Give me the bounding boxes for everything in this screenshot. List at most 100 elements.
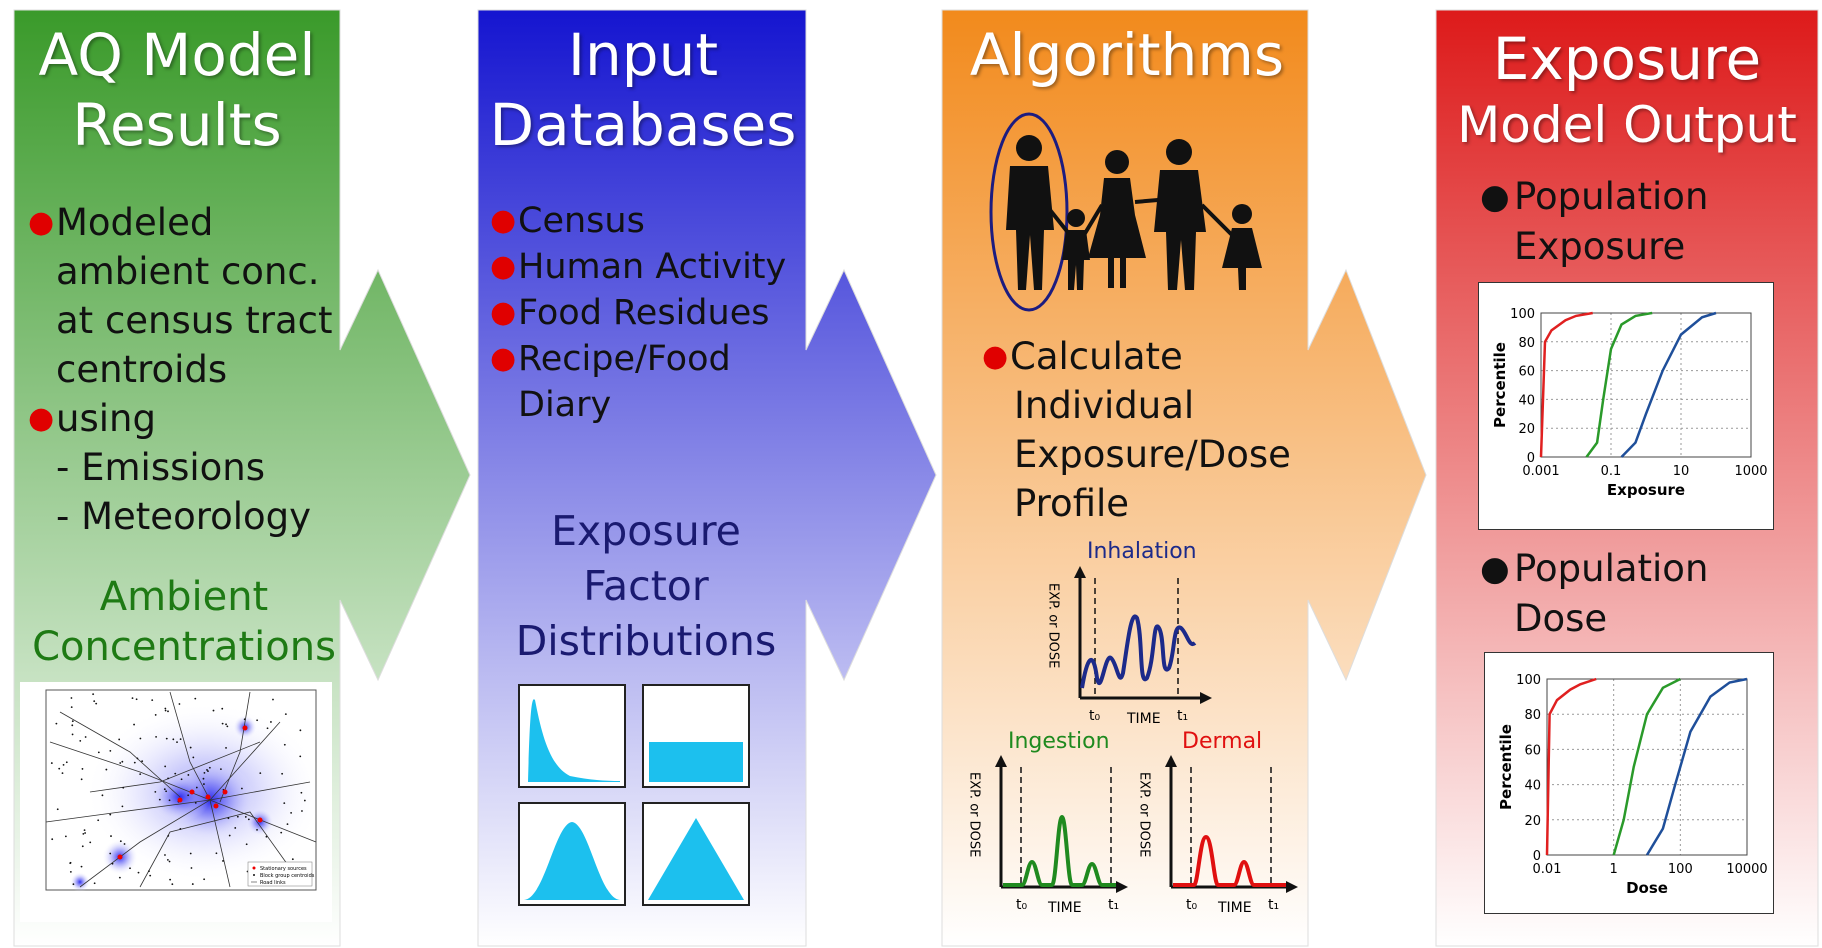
y-tick-label: 20 [1524,814,1541,829]
distribution-triangular [642,802,750,906]
bullet-item: ●Human Activity [490,247,787,287]
ambient-concentration-map: Stationary sources Block group centroids… [20,682,332,922]
y-axis-label: EXP. or DOSE [967,772,982,857]
exposure-model-output-title: Exposure Model Output [1436,24,1818,156]
map-legend-item: Road links [260,880,286,886]
algorithms-arrow [941,9,1427,947]
t0-label: t₀ [1089,708,1100,724]
input-databases-bullets: ●Census ●Human Activity ●Food Residues ●… [490,198,787,428]
bullet-item: Exposure/Dose [1014,433,1291,476]
cdf-series-line [1539,311,1593,458]
distribution-uniform [642,684,750,788]
ambient-concentrations-heading: Ambient Concentrations [14,572,354,672]
bullet-item: Profile [1014,482,1130,525]
dermal-profile-plot: Dermal EXP. or DOSE t₀ TIME t₁ [1137,729,1298,916]
cdf-series-line [1645,677,1748,856]
x-tick-label: 0.1 [1601,464,1622,479]
plot-frame [1540,312,1752,458]
x-tick-label: 0.001 [1522,464,1559,479]
x-tick-label: 1 [1610,862,1618,877]
y-tick-label: 80 [1518,336,1535,351]
dermal-label: Dermal [1182,729,1262,754]
bullet-item: centroids [56,348,228,391]
cdf-series-line [1585,311,1653,458]
aq-model-bullets: ●Modeled ambient conc. at census tract c… [28,198,333,541]
title-line: Results [72,91,282,159]
cdf-series-line [1545,677,1597,856]
bullet-item: ●Census [490,201,645,241]
map-legend-item: Stationary sources [260,866,307,872]
ingestion-profile-plot: Ingestion EXP. or DOSE t₀ TIME t₁ [967,729,1128,916]
map-plot: Stationary sources Block group centroids… [45,689,325,892]
bullet-item: ●Recipe/Food [490,339,731,379]
x-tick-label: 10000 [1726,862,1767,877]
t1-label: t₁ [1268,897,1279,913]
title-line: AQ Model [38,21,316,89]
y-tick-label: 40 [1524,779,1541,794]
bullet-item: ambient conc. [56,250,320,293]
x-axis-title: Dose [1626,879,1668,897]
bullet-item: - Meteorology [56,495,312,538]
y-axis-label: EXP. or DOSE [1137,772,1152,857]
population-dose-bullet: ●Population Dose [1480,544,1709,644]
subtitle-line: Factor [583,562,709,610]
algorithms-title: Algorithms [942,20,1312,90]
y-axis-title: Percentile [1491,342,1509,428]
exposure-factor-distributions-heading: Exposure Factor Distributions [478,504,814,669]
title-line: Input [567,21,719,89]
bullet-item: Dose [1514,597,1608,640]
t1-label: t₁ [1108,897,1119,913]
input-databases-title: Input Databases [478,20,808,160]
x-tick-label: 0.01 [1533,862,1562,877]
t0-label: t₀ [1016,897,1027,913]
t1-label: t₁ [1177,708,1188,724]
family-silhouette-icon [989,112,1262,312]
x-axis-label: TIME [1047,900,1082,916]
y-tick-label: 80 [1524,708,1541,723]
title-line: Algorithms [969,21,1285,89]
subtitle-line: Exposure [551,507,741,555]
y-tick-label: 60 [1524,743,1541,758]
x-axis-title: Exposure [1607,481,1685,499]
x-axis-label: TIME [1217,900,1252,916]
y-tick-label: 0 [1527,451,1535,466]
subtitle-line: Distributions [515,617,777,665]
subtitle-line: Ambient [99,574,269,620]
x-tick-label: 100 [1668,862,1693,877]
bullet-item: ●Food Residues [490,293,770,333]
x-tick-label: 10 [1673,464,1690,479]
algorithms-bullets: ●Calculate Individual Exposure/Dose Prof… [982,332,1291,528]
y-tick-label: 60 [1518,365,1535,380]
bullet-item: ●using [28,397,156,440]
bullet-item: ●Population [1480,175,1709,218]
ingestion-label: Ingestion [1008,729,1110,754]
subtitle-line: Concentrations [32,624,336,670]
inhalation-label: Inhalation [1087,539,1197,564]
title-line: Databases [489,91,797,159]
inhalation-profile-plot: Inhalation EXP. or DOSE t₀ TIME t₁ [1046,539,1212,727]
distribution-normal [518,802,626,906]
y-tick-label: 20 [1518,422,1535,437]
y-tick-label: 0 [1533,849,1541,864]
cdf-series-line [1620,311,1717,458]
cdf-series-line [1612,677,1681,856]
bullet-item: at census tract [56,299,333,342]
map-legend-item: Block group centroids [260,873,315,879]
t0-label: t₀ [1186,897,1197,913]
y-axis-title: Percentile [1497,724,1515,810]
bullet-item: Diary [518,385,612,425]
population-exposure-bullet: ●Population Exposure [1480,172,1709,272]
distribution-lognormal [518,684,626,788]
bullet-item: - Emissions [56,446,266,489]
y-tick-label: 100 [1510,307,1535,322]
bullet-item: ●Calculate [982,335,1183,378]
plot-frame [1546,678,1748,856]
y-axis-label: EXP. or DOSE [1046,583,1061,668]
bullet-item: ●Population [1480,547,1709,590]
title-line: Model Output [1457,96,1797,154]
y-tick-label: 100 [1516,673,1541,688]
bullet-item: ●Modeled [28,201,214,244]
